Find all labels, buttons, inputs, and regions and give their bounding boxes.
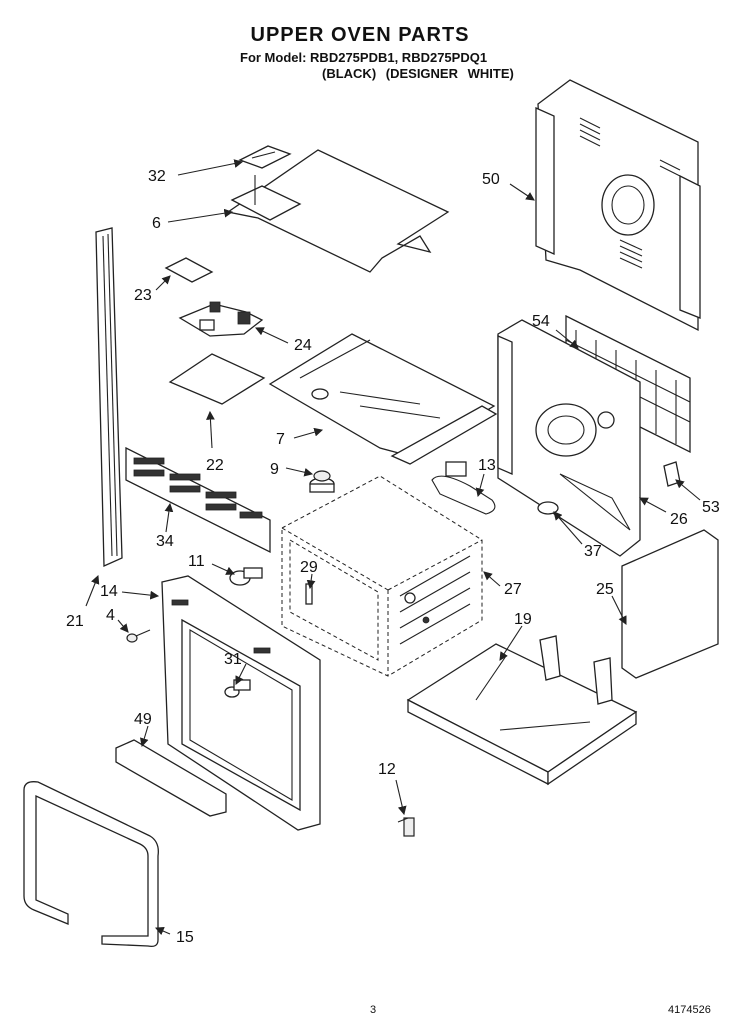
document-number: 4174526 xyxy=(668,1004,711,1016)
part-23-bracket xyxy=(164,257,214,283)
part-21-side-trim xyxy=(95,227,123,567)
callout-12: 12 xyxy=(378,761,396,778)
callout-29: 29 xyxy=(300,559,318,576)
callout-25: 25 xyxy=(596,581,614,598)
callout-7: 7 xyxy=(276,431,285,448)
callout-6: 6 xyxy=(152,215,161,232)
part-37-gasket xyxy=(537,501,559,515)
part-34-vent-strip xyxy=(125,446,271,554)
part-19-bottom-pan xyxy=(406,635,638,786)
part-25-side-panel xyxy=(621,529,719,679)
callout-37: 37 xyxy=(584,543,602,560)
callout-21: 21 xyxy=(66,613,84,630)
callout-4: 4 xyxy=(106,607,115,624)
part-4-screw xyxy=(126,629,151,643)
part-24-switch xyxy=(178,301,264,337)
callout-26: 26 xyxy=(670,511,688,528)
callout-32: 32 xyxy=(148,168,166,185)
part-9-sensor xyxy=(309,470,335,493)
part-15-door-gasket xyxy=(23,781,159,948)
part-22-plate xyxy=(168,353,266,405)
page-number: 3 xyxy=(370,1004,377,1016)
callout-22: 22 xyxy=(206,457,224,474)
part-6-top-panel xyxy=(226,149,450,273)
diagram-title: UPPER OVEN PARTS xyxy=(250,24,470,46)
callout-53: 53 xyxy=(702,499,720,516)
callout-13: 13 xyxy=(478,457,496,474)
callout-50: 50 xyxy=(482,171,500,188)
part-49-trim xyxy=(115,739,227,817)
part-11-light-socket xyxy=(229,567,263,586)
callout-34: 34 xyxy=(156,533,174,550)
callout-23: 23 xyxy=(134,287,152,304)
callout-49: 49 xyxy=(134,711,152,728)
part-50-rear-panel xyxy=(535,79,701,332)
callout-27: 27 xyxy=(504,581,522,598)
callout-14: 14 xyxy=(100,583,118,600)
part-13-element xyxy=(431,461,496,515)
callout-9: 9 xyxy=(270,461,279,478)
callout-19: 19 xyxy=(514,611,532,628)
leader-lines xyxy=(85,159,701,936)
callout-11: 11 xyxy=(188,553,205,570)
part-27-oven-cavity xyxy=(281,475,483,677)
callout-labels: 32 6 50 23 24 54 7 22 9 13 53 26 34 37 1… xyxy=(66,168,720,946)
part-26-fan-panel xyxy=(497,319,641,557)
part-32-plate xyxy=(238,145,292,169)
callout-31: 31 xyxy=(224,651,242,668)
part-53-clip xyxy=(663,461,681,487)
callout-54: 54 xyxy=(532,313,550,330)
callout-15: 15 xyxy=(176,929,194,946)
part-14-door-frame xyxy=(161,575,321,831)
part-12-fastener xyxy=(397,817,415,837)
part-29-fastener xyxy=(305,583,313,605)
color-line: (BLACK) (DESIGNER WHITE) xyxy=(322,66,514,81)
callout-24: 24 xyxy=(294,337,312,354)
part-7-shelf-panel xyxy=(268,333,498,465)
model-line: For Model: RBD275PDB1, RBD275PDQ1 xyxy=(240,50,488,65)
